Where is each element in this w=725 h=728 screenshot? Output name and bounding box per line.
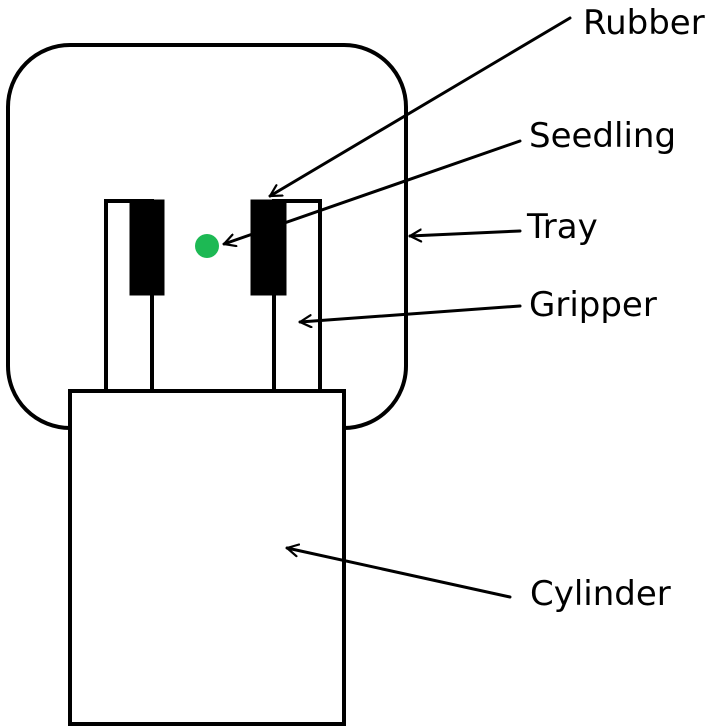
gripper-pointer xyxy=(298,304,522,322)
cylinder-label: Cylinder xyxy=(530,574,671,614)
tray-label: Tray xyxy=(526,207,598,247)
cylinder xyxy=(68,389,346,726)
seedling-pointer xyxy=(222,139,522,244)
tray-pointer xyxy=(408,231,522,236)
seedling-label: Seedling xyxy=(529,116,676,156)
rubber-label: Rubber xyxy=(583,3,705,43)
rubber-pad-left xyxy=(129,199,165,296)
seedling-dot xyxy=(195,234,219,258)
cylinder-pointer xyxy=(285,548,512,599)
gripper-finger-right xyxy=(272,199,322,393)
gripper-label: Gripper xyxy=(529,285,657,325)
rubber-pointer xyxy=(268,16,572,198)
rubber-pad-right xyxy=(250,199,287,296)
